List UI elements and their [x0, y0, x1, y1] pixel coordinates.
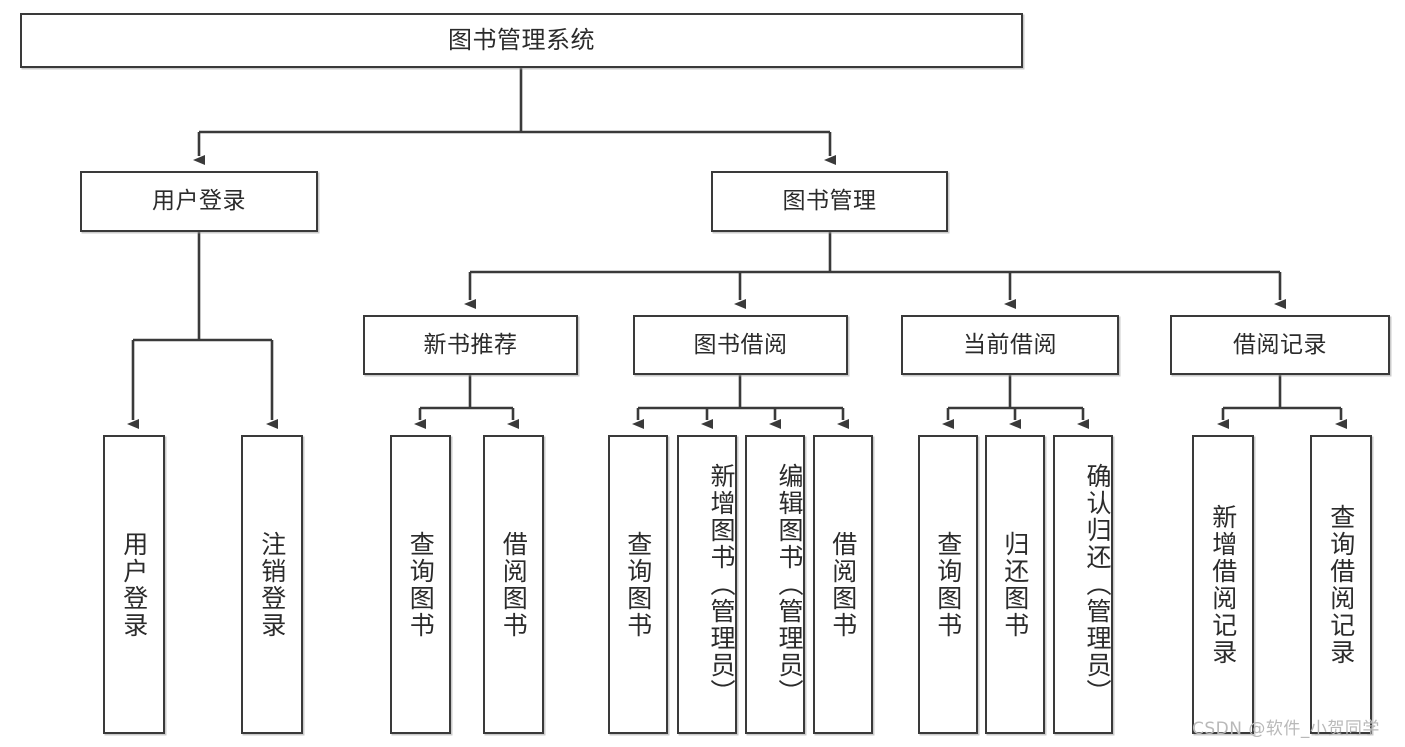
node-label: 用户登录: [119, 530, 149, 639]
node-label: 确认归还（管理员）: [1083, 463, 1112, 706]
leaf-query-book-borrow[interactable]: 查询图书: [608, 435, 668, 734]
node-label: 注销登录: [257, 530, 287, 639]
leaf-edit-book-admin[interactable]: 编辑图书（管理员）: [745, 435, 805, 734]
node-label: 新增图书（管理员）: [707, 463, 736, 706]
leaf-logout-login[interactable]: 注销登录: [241, 435, 303, 734]
node-label: 当前借阅: [963, 331, 1057, 358]
node-label: 借阅图书: [828, 530, 858, 639]
node-label: 编辑图书（管理员）: [775, 463, 804, 706]
node-user-login[interactable]: 用户登录: [80, 171, 318, 232]
leaf-query-book-current[interactable]: 查询图书: [918, 435, 978, 734]
leaf-query-book-new[interactable]: 查询图书: [390, 435, 451, 734]
node-current-borrow[interactable]: 当前借阅: [901, 315, 1119, 375]
leaf-user-login[interactable]: 用户登录: [103, 435, 165, 734]
leaf-add-borrow-record[interactable]: 新增借阅记录: [1192, 435, 1254, 734]
node-new-book-recommend[interactable]: 新书推荐: [363, 315, 578, 375]
node-label: 新书推荐: [423, 331, 518, 358]
node-label: 借阅图书: [499, 530, 529, 639]
node-label: 图书管理: [782, 188, 877, 215]
leaf-return-book[interactable]: 归还图书: [985, 435, 1045, 734]
node-root-book-management-system[interactable]: 图书管理系统: [20, 13, 1023, 68]
csdn-watermark: CSDN @软件_小贺同学: [1192, 719, 1380, 739]
node-label: 图书借阅: [693, 331, 788, 358]
node-borrow-record[interactable]: 借阅记录: [1170, 315, 1390, 375]
leaf-add-book-admin[interactable]: 新增图书（管理员）: [677, 435, 737, 734]
leaf-borrow-book[interactable]: 借阅图书: [813, 435, 873, 734]
node-label: 新增借阅记录: [1208, 503, 1238, 666]
node-label: 查询图书: [406, 530, 436, 639]
node-label: 用户登录: [152, 188, 246, 215]
leaf-query-borrow-record[interactable]: 查询借阅记录: [1310, 435, 1372, 734]
node-label: 借阅记录: [1233, 331, 1327, 358]
node-label: 图书管理系统: [448, 25, 595, 54]
node-label: 查询借阅记录: [1326, 503, 1356, 666]
node-label: 归还图书: [1000, 530, 1030, 639]
node-label: 查询图书: [623, 530, 653, 639]
leaf-borrow-book-new[interactable]: 借阅图书: [483, 435, 544, 734]
node-book-borrow[interactable]: 图书借阅: [633, 315, 848, 375]
node-book-management[interactable]: 图书管理: [711, 171, 948, 232]
node-label: 查询图书: [933, 530, 963, 639]
leaf-confirm-return-admin[interactable]: 确认归还（管理员）: [1053, 435, 1113, 734]
